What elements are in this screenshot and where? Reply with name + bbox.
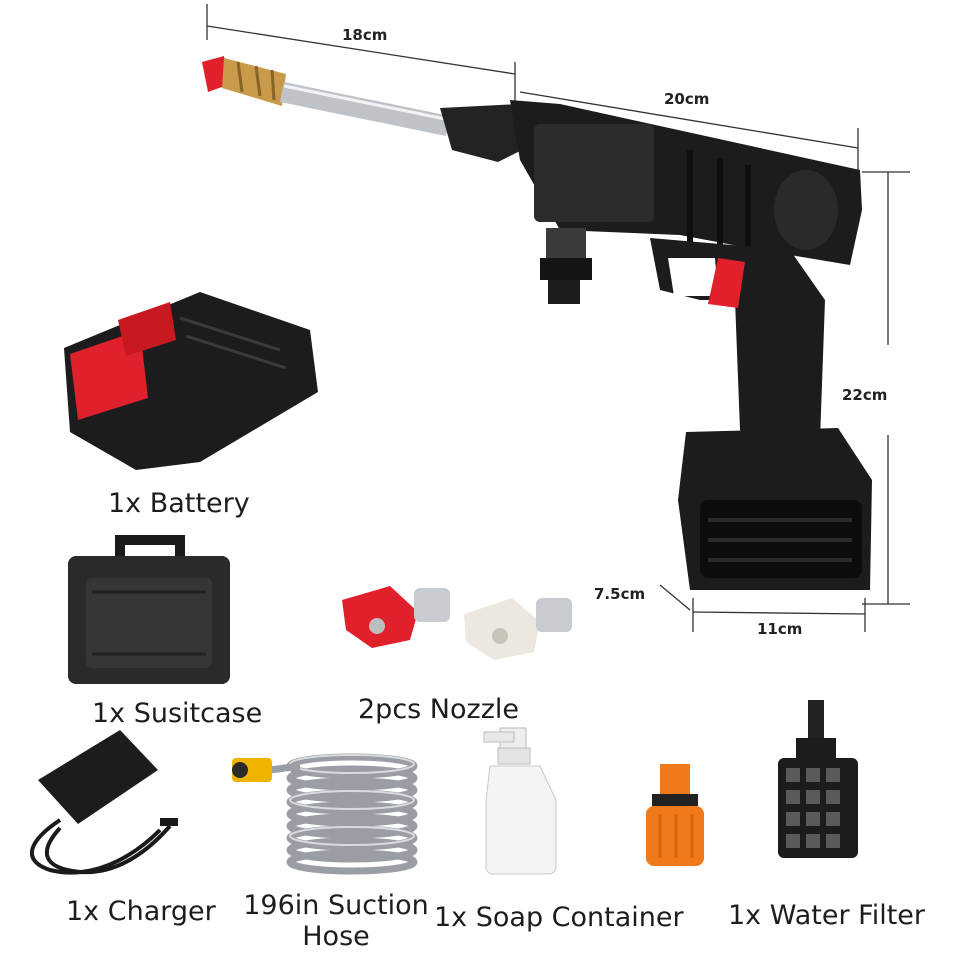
label-suction-hose-line1: 196in Suction (243, 890, 429, 921)
label-suction-hose-line2: Hose (302, 921, 370, 953)
dimension-length-body: 20cm (664, 90, 710, 108)
label-nozzle: 2pcs Nozzle (358, 694, 519, 725)
dimension-battery-depth: 7.5cm (594, 585, 646, 603)
battery-image (64, 292, 318, 470)
suitcase-image (68, 535, 230, 684)
dimension-lines (206, 4, 910, 632)
hose-connector-image (646, 764, 704, 866)
label-battery: 1x Battery (108, 488, 250, 519)
label-water-filter: 1x Water Filter (728, 900, 926, 931)
dimension-height: 22cm (842, 386, 888, 404)
soap-container-image (483, 727, 557, 875)
water-filter-image (778, 700, 858, 858)
label-soap-container: 1x Soap Container (434, 902, 684, 933)
charger-image (29, 730, 178, 875)
label-suitcase: 1x Susitcase (92, 698, 263, 729)
label-charger: 1x Charger (66, 896, 216, 927)
pressure-washer-gun (202, 56, 872, 590)
label-suction-hose: 196in Suction Hose (236, 890, 436, 952)
dimension-length-nozzle: 18cm (342, 26, 388, 44)
suction-hose-image (232, 753, 418, 875)
dimension-battery-width: 11cm (757, 620, 803, 638)
nozzle-images (342, 586, 572, 660)
